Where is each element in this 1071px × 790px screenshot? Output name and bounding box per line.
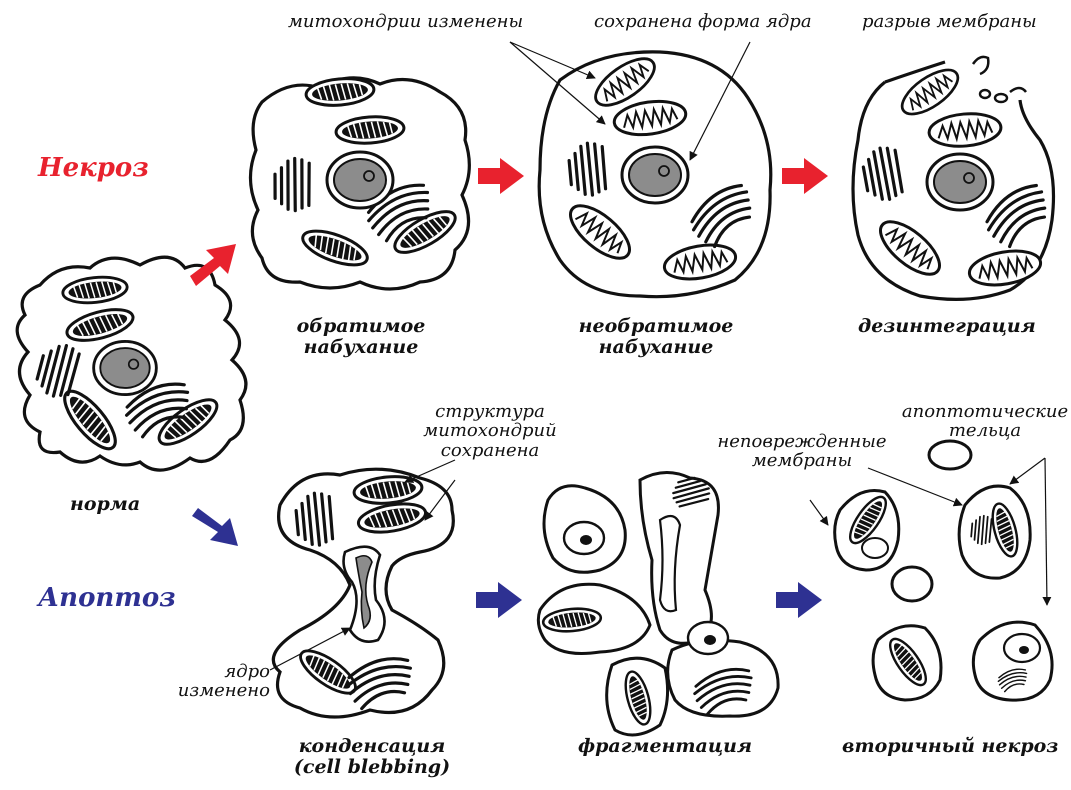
heading-necrosis: Некроз — [38, 154, 149, 182]
annotation-membrane-rupture: разрыв мембраны — [862, 12, 1037, 31]
heading-apoptosis: Апоптоз — [38, 584, 176, 612]
label-secondary-necrosis: вторичный некроз — [842, 736, 1058, 757]
cell-reversible-swelling — [250, 76, 469, 289]
cell-irreversible-swelling — [539, 50, 771, 297]
cell-secondary-necrosis — [835, 441, 1052, 700]
annotation-mitochondria-changed: митохондрии изменены — [288, 12, 523, 31]
label-condensation: конденсация(cell blebbing) — [288, 736, 456, 777]
label-normal: норма — [70, 494, 140, 515]
cell-normal — [17, 257, 246, 470]
label-fragmentation: фрагментация — [578, 736, 752, 757]
label-disintegration: дезинтеграция — [858, 316, 1036, 337]
cell-disintegration — [853, 57, 1057, 300]
annotation-nucleus-shape-preserved: сохранена форма ядра — [594, 12, 812, 31]
cell-condensation — [273, 469, 453, 717]
cell-fragmentation — [538, 472, 778, 735]
